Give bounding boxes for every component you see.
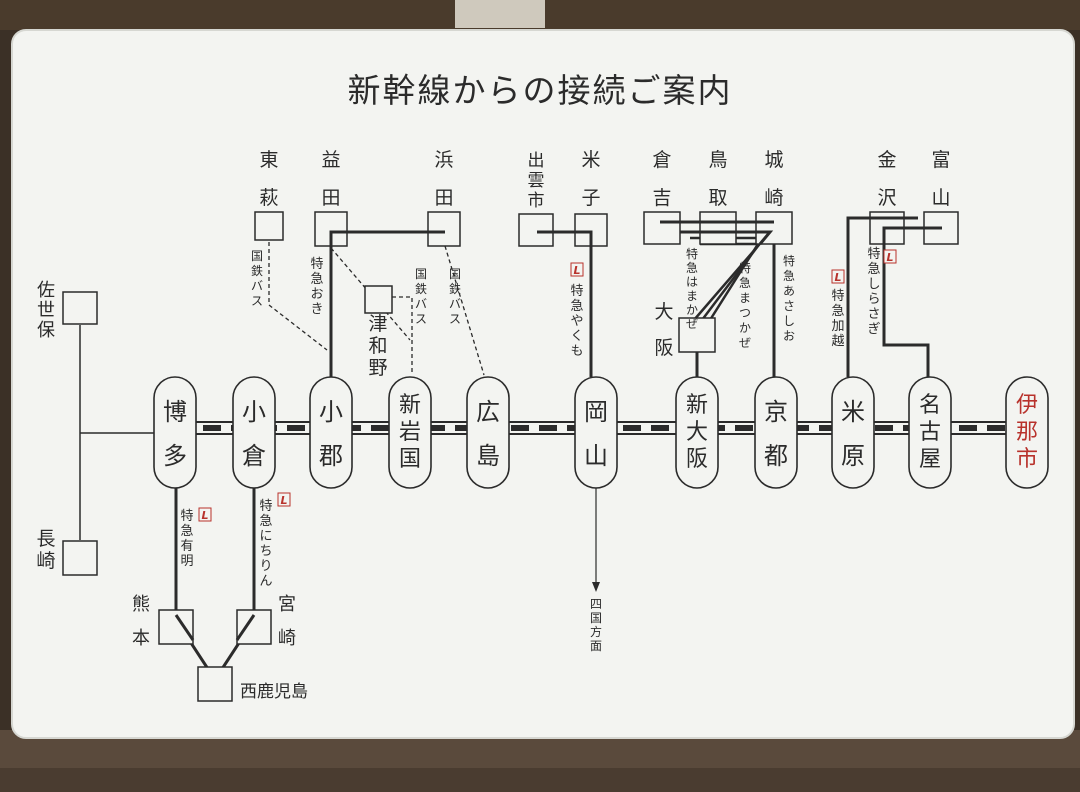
station-kyoto: 京都 (754, 376, 798, 489)
station-box-higashihagi (254, 211, 284, 241)
station-capsule (466, 376, 510, 489)
station-name-yonago: 米子 (581, 149, 600, 209)
station-label: 京都 (764, 398, 788, 470)
station-maibara: 米原 (831, 376, 875, 489)
station-label: 新岩国 (399, 393, 421, 472)
station-box-izumoshi (518, 213, 554, 247)
station-name-sasebo: 佐世保 (37, 280, 55, 341)
station-box-sasebo (62, 291, 98, 325)
svg-text:L: L (886, 251, 893, 264)
route-label-matsukaze: 特急まつかぜ (739, 260, 751, 350)
station-capsule (388, 376, 432, 489)
station-kokura: 小倉 (232, 376, 276, 489)
station-shiniwakuni: 新岩国 (388, 376, 432, 489)
route-label-asashio: 特急あさしお (783, 253, 795, 343)
station-name-nagasaki: 長崎 (36, 528, 55, 572)
station-box-nagasaki (62, 540, 98, 576)
station-box-nishikagoshima (197, 666, 233, 702)
station-capsule (754, 376, 798, 489)
station-name-nishikagoshima: 西鹿児島 (240, 682, 308, 702)
svg-text:L: L (573, 264, 580, 277)
limited-express-icon: L (883, 249, 897, 264)
station-label: 米原 (841, 398, 865, 470)
limited-express-icon: L (570, 262, 584, 277)
route-label-bus-tsuwano: 国鉄バス (415, 267, 427, 326)
route-label-bus-higashihagi: 国鉄バス (251, 249, 263, 308)
station-boxes (62, 211, 959, 702)
limited-express-icon: L (198, 507, 212, 522)
limited-express-icon: L (277, 492, 291, 507)
station-capsule (232, 376, 276, 489)
route-label-oki: 特急おき (310, 257, 323, 317)
station-label: 名古屋 (919, 393, 941, 472)
station-box-kinosaki (755, 211, 793, 245)
signboard (11, 29, 1075, 739)
station-name-kanazawa: 金沢 (877, 149, 896, 209)
route-labels: 国鉄バス 特急おき 国鉄バス 国鉄バス L 特急やくも 特急はまかぜ 特急まつかぜ 特急あさしお… (180, 246, 897, 653)
route-label-nichirin: 特急にちりん (259, 499, 272, 589)
route-label-bus-hamada: 国鉄バス (449, 267, 461, 326)
book-spines (455, 0, 545, 28)
station-name-tsuwano: 津和野 (368, 313, 387, 379)
station-capsule (675, 376, 719, 489)
station-okayama: 岡山 (574, 376, 618, 489)
station-box-tsuwano (364, 285, 393, 314)
station-box-hamada (427, 211, 461, 247)
station-label: 小郡 (319, 398, 343, 470)
route-label-kaetsu: 特急加越 (831, 289, 844, 349)
station-name-higashihagi: 東萩 (259, 149, 278, 209)
station-ogori: 小郡 (309, 376, 353, 489)
station-box-kurayoshi (643, 211, 681, 245)
station-capsule (153, 376, 197, 489)
station-name-izumoshi: 出雲市 (528, 151, 545, 211)
svg-text:L: L (280, 494, 287, 507)
route-label-shirasagi: 特急しらさぎ (867, 247, 880, 337)
station-label: 伊那市 (1016, 393, 1038, 472)
station-label: 岡山 (584, 398, 608, 470)
route-label-ariake: 特急有明 (180, 509, 193, 569)
station-label: 博多 (163, 398, 187, 470)
station-box-tottori (699, 211, 737, 245)
station-name-kurayoshi: 倉吉 (652, 149, 671, 209)
route-label-shikoku: 四国方面 (590, 597, 602, 653)
route-label-yakumo: 特急やくも (570, 284, 583, 359)
station-name-miyazaki: 宮崎 (278, 594, 296, 649)
station-capsule (574, 376, 618, 489)
floor-edge (0, 768, 1080, 792)
svg-text:L: L (834, 271, 841, 284)
station-capsule (1005, 376, 1049, 489)
station-label: 広島 (476, 398, 500, 470)
station-label: 新大阪 (686, 393, 708, 472)
board-title: 新幹線からの接続ご案内 (348, 71, 733, 110)
station-name-tottori: 鳥取 (708, 149, 727, 209)
limited-express-icon: L (831, 269, 845, 284)
station-name-kinosaki: 城崎 (764, 149, 783, 209)
station-shinosaka: 新大阪 (675, 376, 719, 489)
station-name-kumamoto: 熊本 (132, 594, 150, 649)
station-hiroshima: 広島 (466, 376, 510, 489)
svg-text:L: L (201, 509, 208, 522)
station-capsule (831, 376, 875, 489)
station-name-masuda: 益田 (321, 149, 340, 209)
station-label: 小倉 (242, 398, 266, 470)
station-name-hamada: 浜田 (434, 149, 453, 209)
station-hakata: 博多 (153, 376, 197, 489)
station-nagoya: 名古屋 (908, 376, 952, 489)
box-line-segments (174, 216, 942, 641)
station-capsule (908, 376, 952, 489)
station-inashi: 伊那市 (1005, 376, 1049, 489)
station-box-osaka (678, 317, 716, 353)
station-name-osaka: 大阪 (654, 301, 673, 359)
route-label-hamakaze: 特急はまかぜ (686, 246, 698, 331)
station-capsule (309, 376, 353, 489)
station-name-toyama: 富山 (931, 149, 950, 209)
